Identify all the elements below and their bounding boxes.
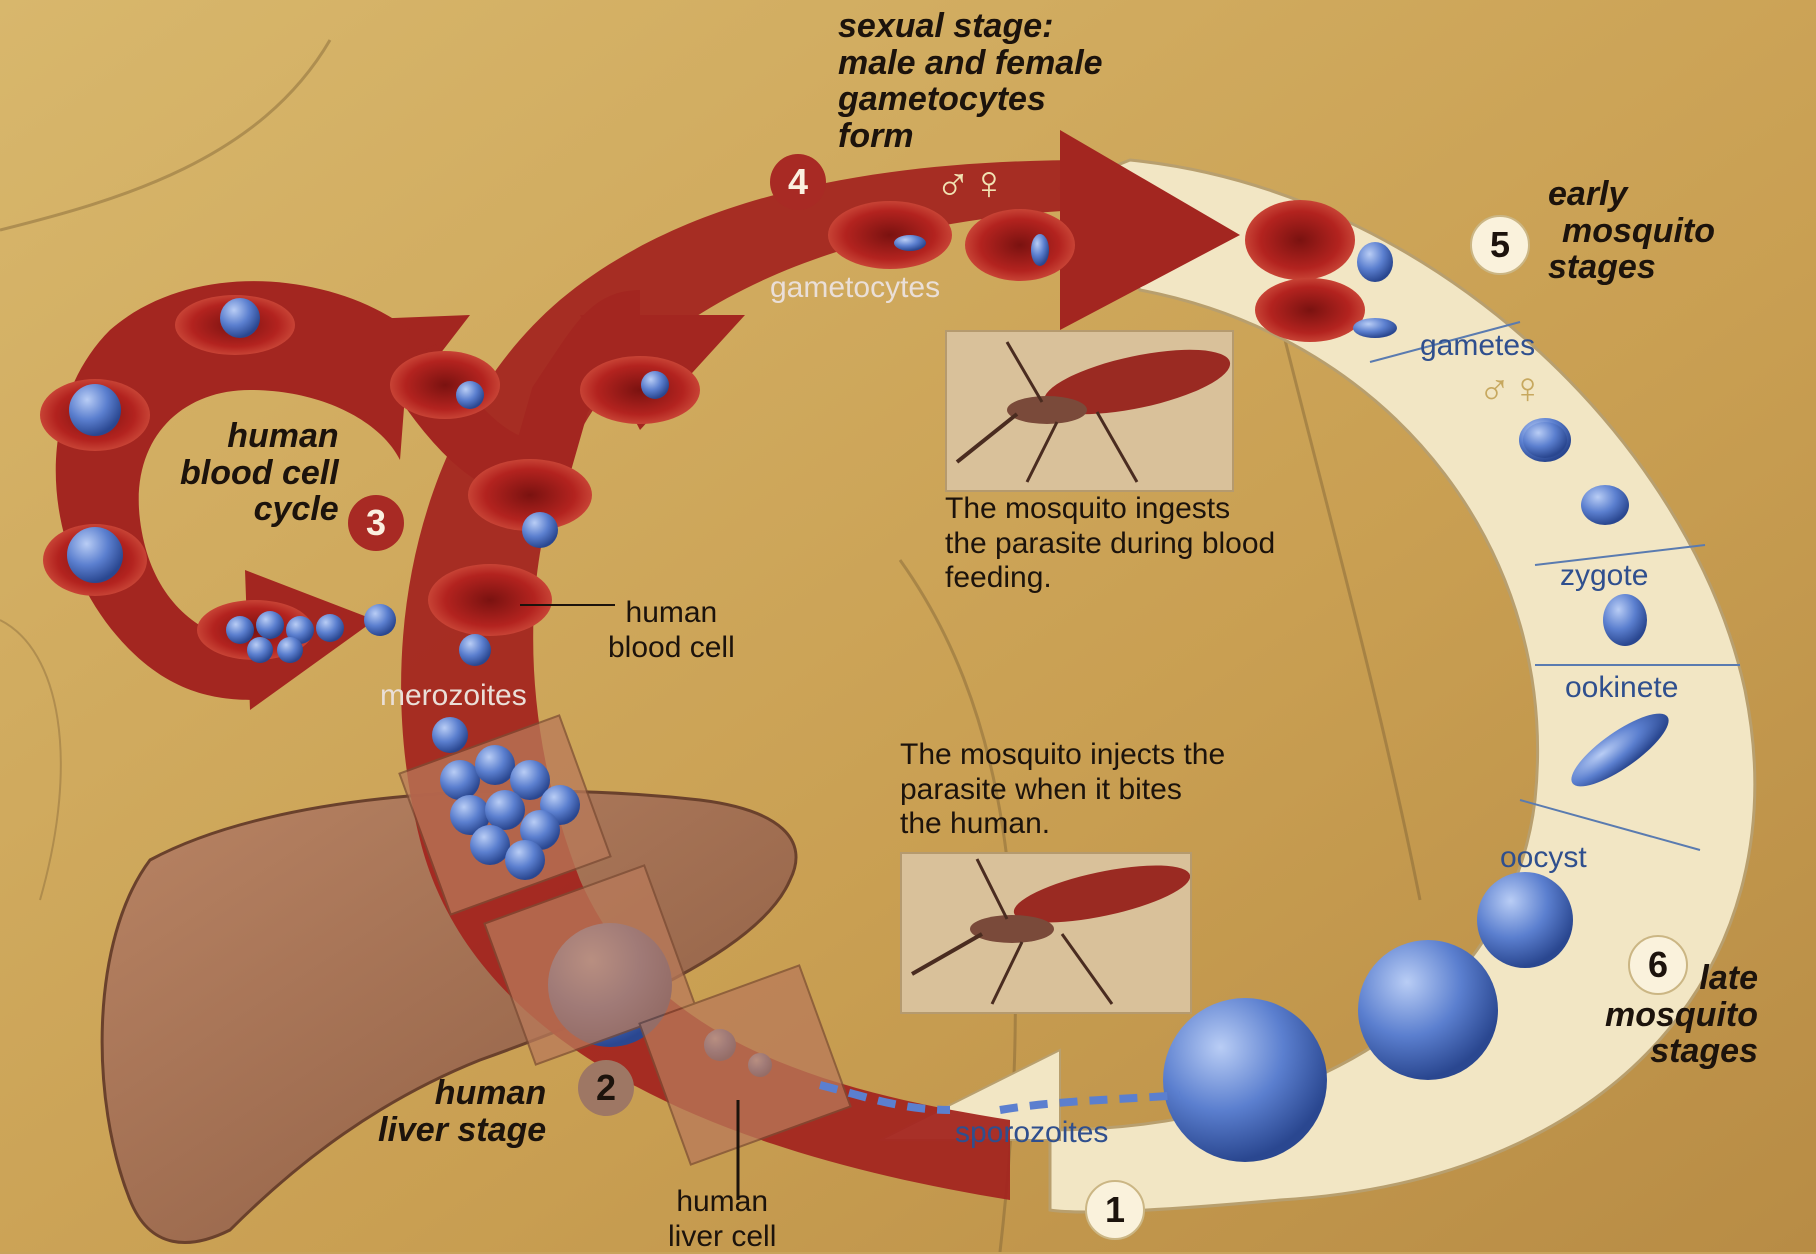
ookinete-label: ookinete [1565, 672, 1678, 704]
sex-symbols-top: ♂♀ [935, 158, 1007, 210]
blood-cycle-label: human blood cell cycle [180, 418, 339, 528]
step-4-badge: 4 [770, 154, 826, 210]
gamete-cells [1523, 422, 1567, 458]
sexual-stage-label: sexual stage: male and female gametocyte… [838, 8, 1103, 155]
step-2-badge: 2 [578, 1060, 634, 1116]
oocyst-label: oocyst [1500, 842, 1587, 874]
mosquito-inject-panel [900, 852, 1192, 1014]
gametocytes-label: gametocytes [770, 272, 940, 304]
zygote-label: zygote [1560, 560, 1648, 592]
mosquito-ingest-panel [945, 330, 1234, 492]
step-6-badge: 6 [1628, 935, 1688, 995]
step-3-badge: 3 [348, 495, 404, 551]
gametes-label: gametes [1420, 330, 1535, 362]
inject-note: The mosquito injects the parasite when i… [900, 738, 1225, 842]
step-1-badge: 1 [1085, 1180, 1145, 1240]
mosquito-inject-illustration [902, 854, 1190, 1012]
early-mosquito-stages-label: early mosquito stages [1548, 176, 1715, 286]
merozoites-label: merozoites [380, 680, 527, 712]
human-liver-cell-label: human liver cell [668, 1185, 776, 1254]
liver-stage-label: human liver stage [378, 1075, 546, 1148]
mosquito-ingest-illustration [947, 332, 1232, 490]
ingest-note: The mosquito ingests the parasite during… [945, 492, 1275, 596]
human-blood-cell-label: human blood cell [608, 596, 735, 665]
step-5-badge: 5 [1470, 215, 1530, 275]
sex-symbols-gametes: ♂♀ [1478, 365, 1544, 413]
sporozoites-label: sporozoites [955, 1117, 1108, 1149]
